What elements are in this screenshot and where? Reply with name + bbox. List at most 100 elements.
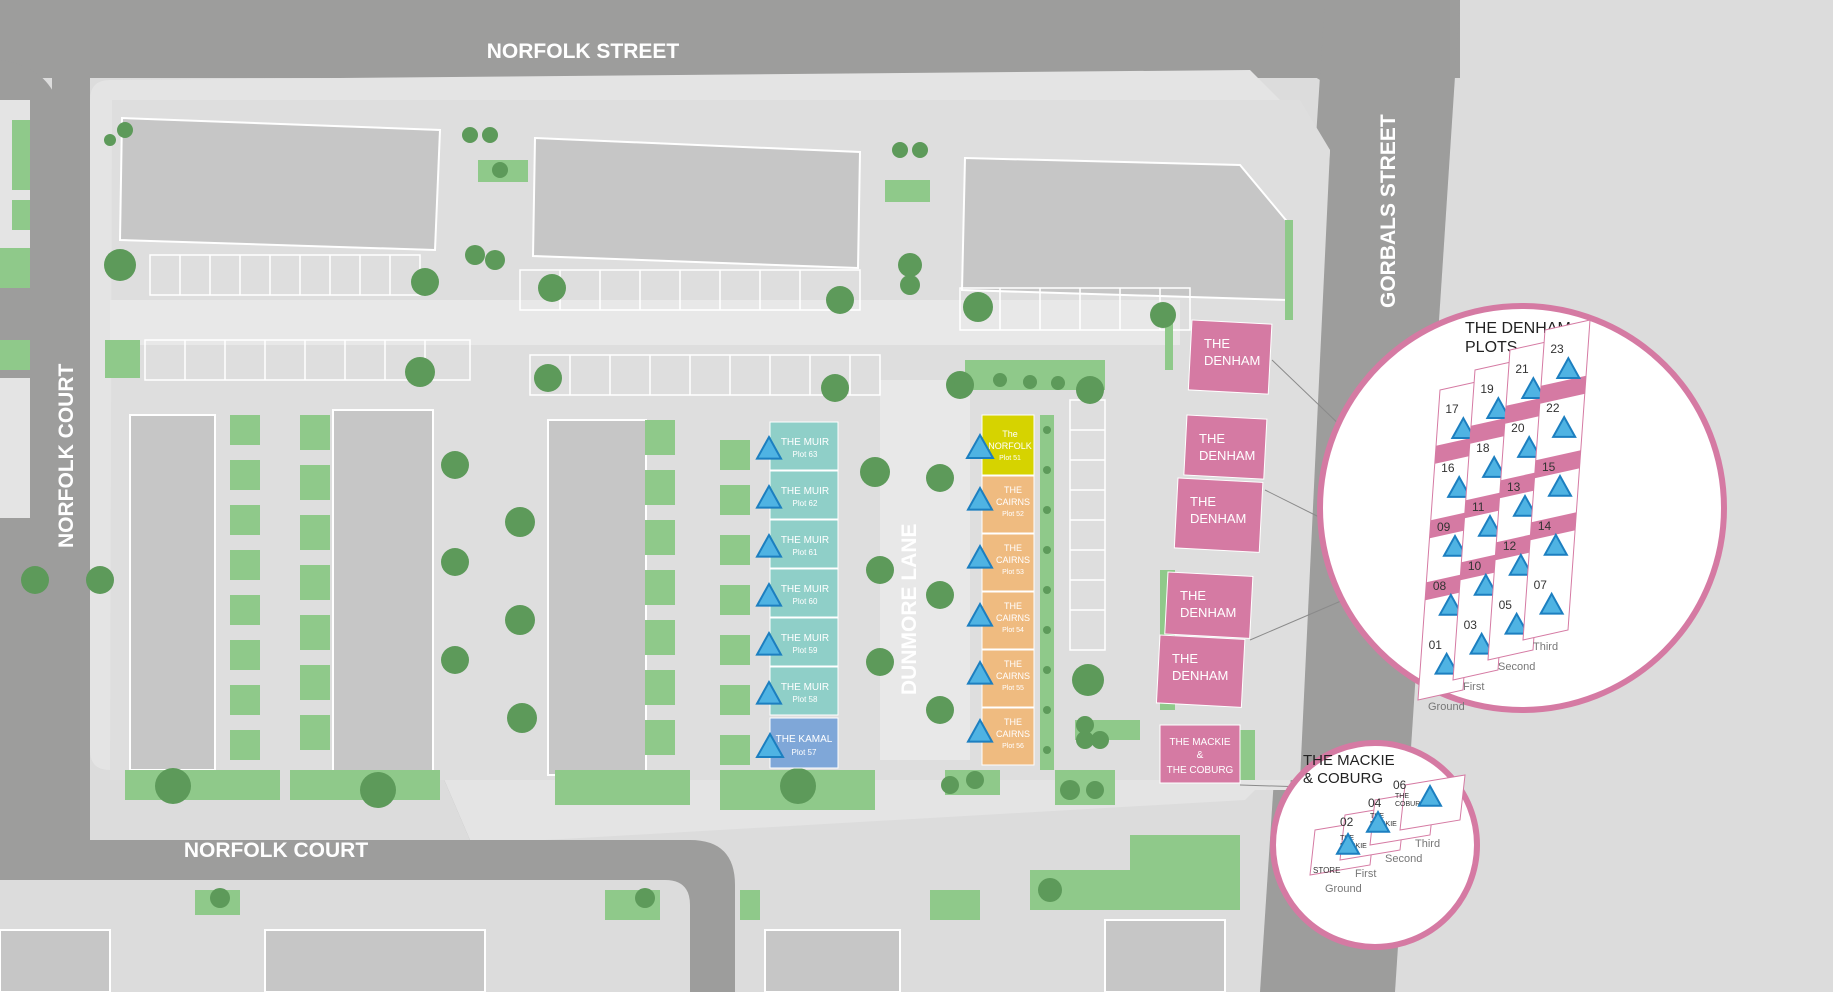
denham-units: THEDENHAMTHEDENHAMTHEDENHAMTHEDENHAMTHED… bbox=[1155, 319, 1273, 708]
muir-plot: Plot 63 bbox=[793, 450, 818, 459]
plot-marker-icon[interactable] bbox=[1473, 572, 1499, 596]
plot-marker-icon[interactable] bbox=[1481, 455, 1507, 478]
plot-marker-icon[interactable] bbox=[1485, 396, 1512, 419]
plot-marker-icon[interactable] bbox=[1508, 552, 1534, 576]
cairns-plot: Plot 54 bbox=[1002, 627, 1024, 634]
cairns-marker-icon[interactable] bbox=[966, 543, 994, 569]
plot-marker-icon[interactable] bbox=[1446, 475, 1472, 498]
plot-number: 04 bbox=[1368, 796, 1382, 810]
denham-block[interactable] bbox=[1187, 319, 1273, 395]
mackie-coburg-block[interactable]: THE MACKIE & THE COBURG bbox=[1159, 724, 1241, 784]
muir-marker-icon[interactable] bbox=[755, 630, 783, 656]
plot-marker-icon[interactable] bbox=[1547, 473, 1573, 497]
cairns-block[interactable] bbox=[981, 533, 1035, 592]
denham-unit[interactable]: THE DENHAM bbox=[1173, 477, 1264, 553]
plot-marker-icon[interactable] bbox=[1365, 809, 1391, 833]
plot-marker-icon[interactable] bbox=[1335, 831, 1361, 855]
denham-block[interactable] bbox=[1155, 634, 1246, 708]
plot-marker-icon[interactable] bbox=[1503, 611, 1530, 635]
muir-block[interactable] bbox=[769, 666, 839, 716]
denham-block[interactable] bbox=[1173, 477, 1264, 553]
plot-number: 18 bbox=[1476, 441, 1490, 455]
cairns-marker-icon[interactable] bbox=[966, 717, 994, 743]
cairns-plot: Plot 53 bbox=[1002, 569, 1024, 576]
plot-number: 11 bbox=[1472, 500, 1485, 514]
plot-number: 13 bbox=[1507, 480, 1521, 494]
muir-plot: Plot 61 bbox=[793, 548, 818, 557]
denham-block[interactable] bbox=[1183, 414, 1268, 480]
cairns-block[interactable] bbox=[981, 475, 1035, 534]
muir-marker-icon[interactable] bbox=[755, 679, 783, 705]
muir-marker-icon[interactable] bbox=[755, 581, 783, 607]
muir-marker-icon[interactable] bbox=[755, 434, 783, 460]
plot-marker-icon[interactable] bbox=[1433, 651, 1460, 675]
plot-marker-icon[interactable] bbox=[1450, 416, 1477, 439]
muir-block[interactable] bbox=[769, 470, 839, 520]
floor-plate bbox=[1522, 319, 1591, 641]
cairns-marker-icon[interactable] bbox=[966, 659, 994, 685]
muir-marker-icon[interactable] bbox=[755, 483, 783, 509]
muir-plot: Plot 58 bbox=[793, 695, 818, 704]
cairns-marker-icon[interactable] bbox=[966, 601, 994, 627]
denham-line1: THE bbox=[1190, 494, 1216, 509]
plot-marker-icon[interactable] bbox=[1468, 631, 1495, 655]
muir-block[interactable] bbox=[769, 617, 839, 667]
denham-line1: THE bbox=[1204, 336, 1230, 351]
kamal-marker-icon[interactable] bbox=[755, 731, 785, 758]
kamal-unit[interactable]: THE KAMAL Plot 57 bbox=[755, 717, 839, 769]
plot-marker-icon[interactable] bbox=[1438, 592, 1464, 616]
muir-block[interactable] bbox=[769, 568, 839, 618]
cairns-block[interactable] bbox=[981, 649, 1035, 708]
plot-marker-icon[interactable] bbox=[1516, 435, 1542, 458]
internal-road bbox=[110, 300, 1180, 345]
mackie-block[interactable] bbox=[1159, 724, 1241, 784]
plot-number: 02 bbox=[1340, 815, 1354, 829]
plot-marker-icon[interactable] bbox=[1442, 533, 1468, 557]
plot-marker-icon[interactable] bbox=[1555, 356, 1582, 379]
plot-marker-icon[interactable] bbox=[1543, 532, 1569, 556]
denham-block[interactable] bbox=[1164, 571, 1254, 639]
plot-marker-icon[interactable] bbox=[1417, 783, 1443, 807]
plot-number: 10 bbox=[1468, 559, 1482, 573]
plot-marker-icon[interactable] bbox=[1551, 415, 1577, 438]
muir-block[interactable] bbox=[769, 519, 839, 569]
muir-marker-icon[interactable] bbox=[755, 532, 783, 558]
plot-marker-icon[interactable] bbox=[1538, 591, 1565, 615]
muir-unit[interactable]: THE MUIR Plot 61 bbox=[755, 519, 839, 569]
cairns-block[interactable] bbox=[981, 707, 1035, 766]
plot-marker-icon[interactable] bbox=[1520, 376, 1547, 399]
norfolk-block[interactable] bbox=[981, 414, 1035, 476]
norfolk-court-bottom-label: NORFOLK COURT bbox=[184, 839, 368, 862]
denham-line2: DENHAM bbox=[1190, 511, 1246, 526]
kamal-block[interactable] bbox=[769, 717, 839, 769]
kamal-name: THE KAMAL bbox=[776, 734, 833, 745]
norfolk-unit[interactable]: The NORFOLK Plot 51 bbox=[965, 414, 1035, 476]
denham-line2: DENHAM bbox=[1180, 605, 1236, 620]
muir-block[interactable] bbox=[769, 421, 839, 471]
leader-lines bbox=[1239, 359, 1356, 788]
cairns-marker-icon[interactable] bbox=[966, 485, 994, 511]
muir-name: THE MUIR bbox=[781, 535, 829, 546]
plot-marker-icon[interactable] bbox=[1512, 493, 1538, 517]
mackie-line1: THE MACKIE bbox=[1169, 737, 1230, 748]
plot-number: 03 bbox=[1464, 618, 1478, 632]
unit-label: COBURG bbox=[1395, 801, 1426, 808]
plot-marker-icon[interactable] bbox=[1477, 513, 1503, 537]
norfolk-marker-icon[interactable] bbox=[965, 432, 995, 459]
trees bbox=[104, 122, 1176, 908]
